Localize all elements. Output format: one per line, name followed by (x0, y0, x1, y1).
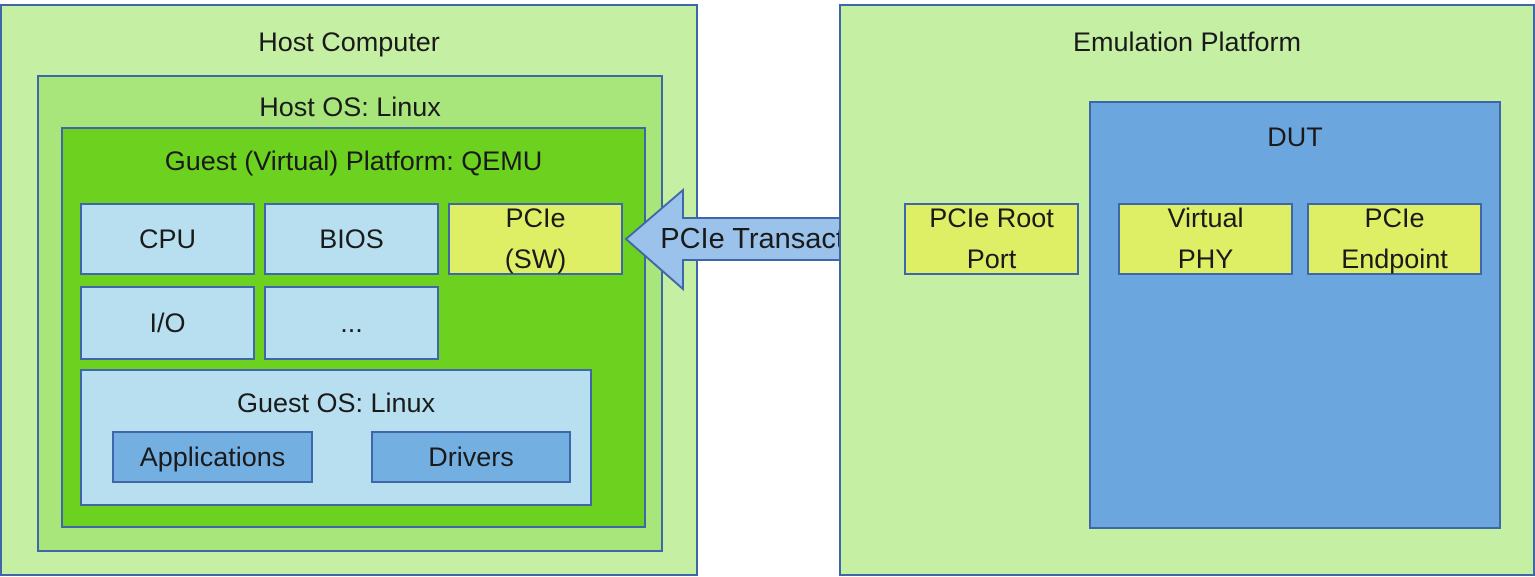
virtual-phy-box: Virtual PHY (1118, 203, 1293, 275)
host-computer-title: Host Computer (258, 27, 440, 57)
host-os-title: Host OS: Linux (259, 92, 441, 122)
cpu-module: CPU (80, 203, 255, 275)
io-module: I/O (80, 286, 255, 360)
dut-title: DUT (1267, 122, 1323, 152)
other-modules: ... (264, 286, 439, 360)
guest-platform-title: Guest (Virtual) Platform: QEMU (164, 146, 543, 176)
guest-os-title: Guest OS: Linux (236, 388, 436, 418)
pcie-transactor-label: PCIe Transactor (660, 223, 870, 255)
pcie-endpoint-box: PCIe Endpoint (1307, 203, 1482, 275)
pcie-root-port-box: PCIe Root Port (904, 203, 1079, 275)
emulation-platform-title: Emulation Platform (1072, 27, 1302, 57)
pcie-sw-module: PCIe (SW) (448, 203, 623, 275)
dut-box: DUT (1089, 101, 1501, 529)
applications-box: Applications (112, 431, 313, 483)
bios-module: BIOS (264, 203, 439, 275)
drivers-box: Drivers (371, 431, 571, 483)
